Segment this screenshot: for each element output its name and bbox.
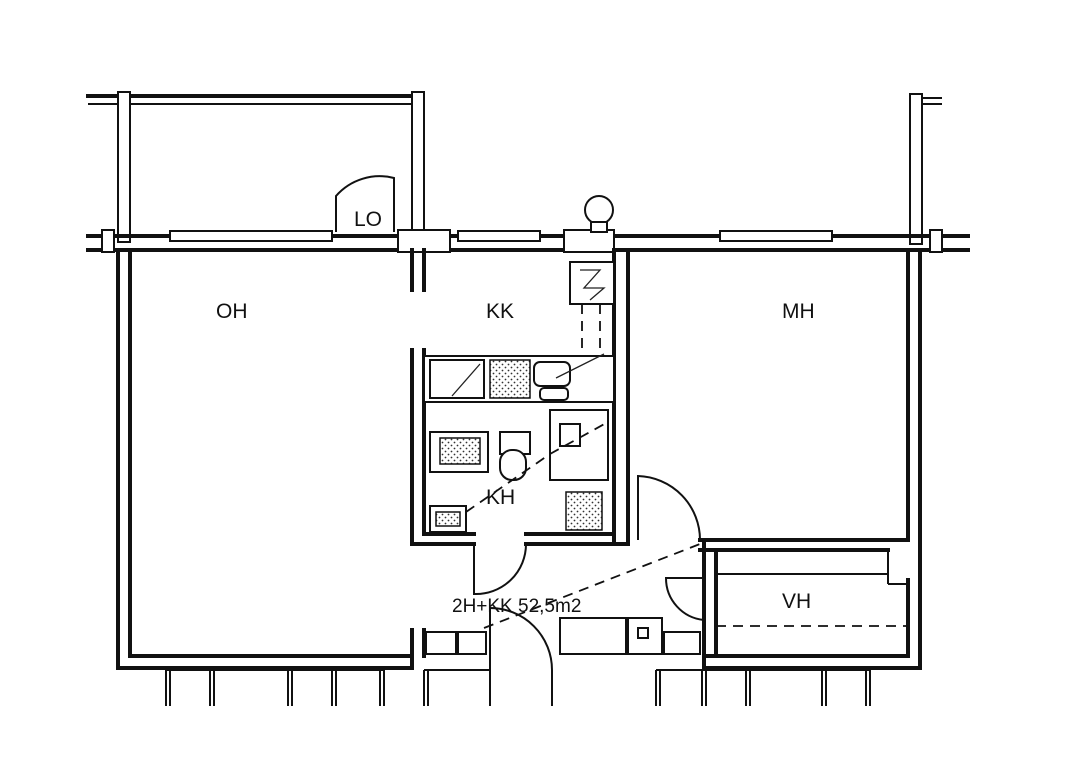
room-label-mh: MH [782,300,815,323]
kitchen-counter [423,261,615,403]
room-label-kk: KK [486,300,514,323]
facade-wall [86,229,970,253]
apartment-summary: 2H+KK 52,5m2 [452,596,581,617]
bathroom-fixtures [429,409,609,533]
doors [335,175,705,706]
storage-units [425,617,701,655]
vh-internals [716,550,908,627]
chimney-vent [584,195,614,233]
exterior-walls [116,248,922,670]
balcony [86,91,425,243]
lower-partitions [165,669,871,706]
room-label-lo: LO [354,208,382,231]
room-label-oh: OH [216,300,248,323]
right-wing-walls [909,93,942,245]
room-label-vh: VH [782,590,811,613]
room-label-kh: KH [486,486,515,509]
